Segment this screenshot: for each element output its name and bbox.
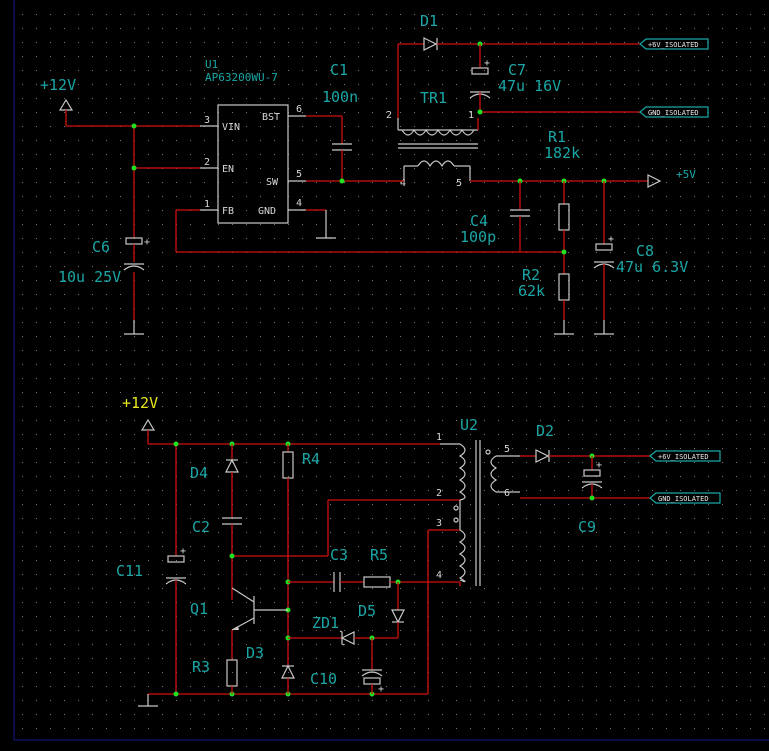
resistor-r2: R2 62k xyxy=(518,266,570,301)
svg-text:+: + xyxy=(608,234,614,245)
d5-ref: D5 xyxy=(358,602,376,620)
d4-ref: D4 xyxy=(190,464,208,482)
c4-ref: C4 xyxy=(470,212,488,230)
u1-pin-vin-num: 3 xyxy=(204,115,210,126)
transformer-u2: 1 2 3 4 5 6 U2 xyxy=(436,416,520,586)
transistor-q1: Q1 xyxy=(190,587,288,631)
net-label-pos-top: +6V_ISOLATED xyxy=(639,38,709,50)
c11-ref: C11 xyxy=(116,562,143,580)
zener-zd1: ZD1 xyxy=(312,614,355,646)
u1-pin-sw-num: 5 xyxy=(296,169,302,180)
net-label-gnd-top: GND_ISOLATED xyxy=(639,106,709,118)
u2-pin-4: 4 xyxy=(436,570,442,581)
u2-pin-1: 1 xyxy=(436,432,442,443)
supply-label: +12V xyxy=(40,76,76,94)
c9-ref: C9 xyxy=(578,518,596,536)
u2-ref: U2 xyxy=(460,416,478,434)
ic-u1: U1 AP63200WU-7 3 2 1 VIN EN FB 6 5 4 BST… xyxy=(200,58,306,224)
transformer-tr1: 2 1 4 5 TR1 xyxy=(386,44,479,189)
grid-dots xyxy=(22,14,765,729)
capacitor-c4: C4 100p xyxy=(460,209,530,246)
top-circuit: +12V + C6 10u 25V U1 AP63200WU-7 3 xyxy=(40,12,709,335)
u1-pin-fb: FB xyxy=(222,206,234,217)
c7-ref: C7 xyxy=(508,61,526,79)
c6-value: 10u 25V xyxy=(58,268,121,286)
supply-12v-bottom: +12V xyxy=(122,394,158,444)
net-label-pos-bottom: +6V_ISOLATED xyxy=(649,450,721,462)
c6-ref: C6 xyxy=(92,238,110,256)
r4-ref: R4 xyxy=(302,450,320,468)
u2-pin-5: 5 xyxy=(504,444,510,455)
c8-ref: C8 xyxy=(636,242,654,260)
u1-pin-en: EN xyxy=(222,164,234,175)
tr1-pin-1: 1 xyxy=(468,110,474,121)
u1-pin-bst: BST xyxy=(262,112,280,123)
c2-ref: C2 xyxy=(192,518,210,536)
d1-ref: D1 xyxy=(420,12,438,30)
bottom-circuit: +12V + C11 D4 xyxy=(116,394,721,707)
svg-text:+6V_ISOLATED: +6V_ISOLATED xyxy=(648,41,699,49)
c3-ref: C3 xyxy=(330,546,348,564)
u1-pin-sw: SW xyxy=(266,177,279,188)
tr1-pin-5: 5 xyxy=(456,178,462,189)
c1-value: 100n xyxy=(322,88,358,106)
u2-pin-6: 6 xyxy=(504,488,510,499)
svg-text:+: + xyxy=(378,684,384,695)
u1-pin-gnd: GND xyxy=(258,206,276,217)
c1-ref: C1 xyxy=(330,61,348,79)
c10-ref: C10 xyxy=(310,670,337,688)
c4-value: 100p xyxy=(460,228,496,246)
svg-text:+: + xyxy=(144,237,150,248)
r2-value: 62k xyxy=(518,282,545,300)
r2-ref: R2 xyxy=(522,266,540,284)
q1-ref: Q1 xyxy=(190,600,208,618)
capacitor-c1: C1 100n xyxy=(322,61,358,151)
r3-ref: R3 xyxy=(192,658,210,676)
svg-text:GND_ISOLATED: GND_ISOLATED xyxy=(658,495,709,503)
u1-pin-vin: VIN xyxy=(222,122,240,133)
u1-pin-bst-num: 6 xyxy=(296,104,302,115)
r5-ref: R5 xyxy=(370,546,388,564)
capacitor-c7: + C7 47u 16V xyxy=(469,58,561,99)
u2-pin-3: 3 xyxy=(436,518,442,529)
supply-label-bottom: +12V xyxy=(122,394,158,412)
svg-text:+: + xyxy=(484,58,490,69)
zd1-ref: ZD1 xyxy=(312,614,339,632)
tr1-pin-2: 2 xyxy=(386,110,392,121)
capacitor-c9: + C9 xyxy=(578,460,603,536)
d3-ref: D3 xyxy=(246,644,264,662)
svg-text:+6V_ISOLATED: +6V_ISOLATED xyxy=(658,453,709,461)
c8-value: 47u 6.3V xyxy=(616,258,688,276)
tr1-ref: TR1 xyxy=(420,89,447,107)
net-label-gnd-bottom: GND_ISOLATED xyxy=(649,492,721,504)
c7-value: 47u 16V xyxy=(498,77,561,95)
u1-ref: U1 xyxy=(205,58,218,71)
svg-text:GND_ISOLATED: GND_ISOLATED xyxy=(648,109,699,117)
r1-ref: R1 xyxy=(548,128,566,146)
svg-text:+: + xyxy=(596,460,602,471)
u1-part: AP63200WU-7 xyxy=(205,71,278,84)
diode-d1: D1 xyxy=(420,12,438,51)
d2-ref: D2 xyxy=(536,422,554,440)
u2-pin-2: 2 xyxy=(436,488,442,499)
u1-pin-fb-num: 1 xyxy=(204,199,210,210)
resistor-r1: R1 182k xyxy=(544,128,580,231)
capacitor-c8: + C8 47u 6.3V xyxy=(593,234,688,276)
out-label-5v: +5V xyxy=(676,168,696,181)
tr1-pin-4: 4 xyxy=(400,178,406,189)
u1-pin-en-num: 2 xyxy=(204,157,210,168)
svg-text:+: + xyxy=(180,546,186,557)
capacitor-c6: + C6 10u 25V xyxy=(58,237,150,286)
capacitor-c10: + C10 xyxy=(310,669,384,695)
r1-value: 182k xyxy=(544,144,580,162)
u1-pin-gnd-num: 4 xyxy=(296,198,302,209)
